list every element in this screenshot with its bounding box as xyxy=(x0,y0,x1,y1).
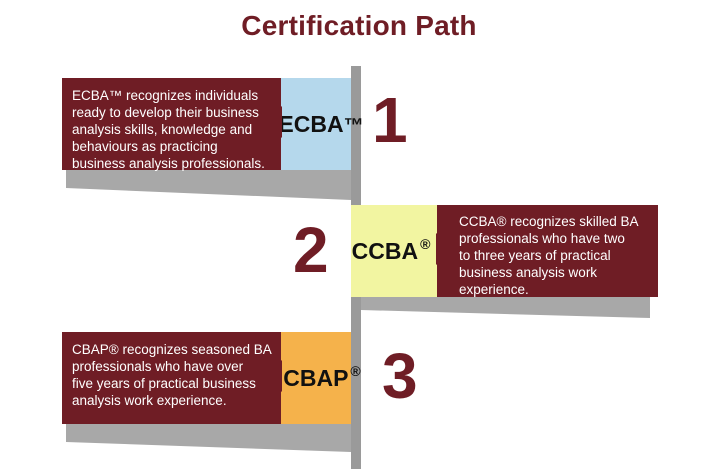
cbap-label-box: CBAP® xyxy=(281,332,361,424)
cbap-registered-mark: ® xyxy=(350,362,361,379)
ecba-desc-line: ready to develop their business xyxy=(72,105,259,120)
ecba-name: ECBA xyxy=(278,110,344,137)
ccba-label: CCBA® xyxy=(351,235,431,265)
ccba-desc-line: CCBA® recognizes skilled BA xyxy=(459,214,639,229)
cbap-desc-line: five years of practical business xyxy=(72,376,256,391)
cbap-label: CBAP® xyxy=(283,362,361,392)
ccba-arrow xyxy=(436,233,454,265)
ecba-trademark: ™ xyxy=(343,114,364,137)
ccba-desc-line: to three years of practical xyxy=(459,248,611,263)
step-number-1: 1 xyxy=(372,84,408,156)
ecba-desc-line: behaviours as practicing xyxy=(72,139,218,154)
ecba-desc-line: ECBA™ recognizes individuals xyxy=(72,88,259,103)
cbap-description: CBAP® recognizes seasoned BA professiona… xyxy=(62,332,282,424)
ecba-arrow xyxy=(264,106,282,138)
ccba-label-box: CCBA® xyxy=(351,205,437,297)
cbap-name: CBAP xyxy=(283,364,349,391)
ecba-label: ECBA™ xyxy=(278,111,363,138)
ecba-description: ECBA™ recognizes individuals ready to de… xyxy=(62,78,282,171)
shadow-ecba xyxy=(66,168,351,200)
ccba-desc-line: experience. xyxy=(459,282,529,297)
ecba-label-box: ECBA™ xyxy=(278,78,364,170)
cbap-arrow xyxy=(264,360,282,392)
ccba-description: CCBA® recognizes skilled BA professional… xyxy=(437,205,658,297)
ccba-desc-line: professionals who have two xyxy=(459,231,625,246)
shadow-ccba xyxy=(361,296,650,318)
ccba-registered-mark: ® xyxy=(420,235,431,252)
ccba-name: CCBA xyxy=(351,237,419,264)
ecba-desc-line: business analysis professionals. xyxy=(72,156,265,171)
ecba-desc-line: analysis skills, knowledge and xyxy=(72,122,253,137)
shadow-cbap xyxy=(66,422,351,452)
step-number-3: 3 xyxy=(382,340,418,412)
cbap-desc-line: professionals who have over xyxy=(72,359,244,374)
step-number-2: 2 xyxy=(293,214,329,286)
ccba-desc-line: business analysis work xyxy=(459,265,598,280)
cbap-desc-line: analysis work experience. xyxy=(72,393,227,408)
page-title: Certification Path xyxy=(241,10,477,41)
cbap-desc-line: CBAP® recognizes seasoned BA xyxy=(72,342,272,357)
